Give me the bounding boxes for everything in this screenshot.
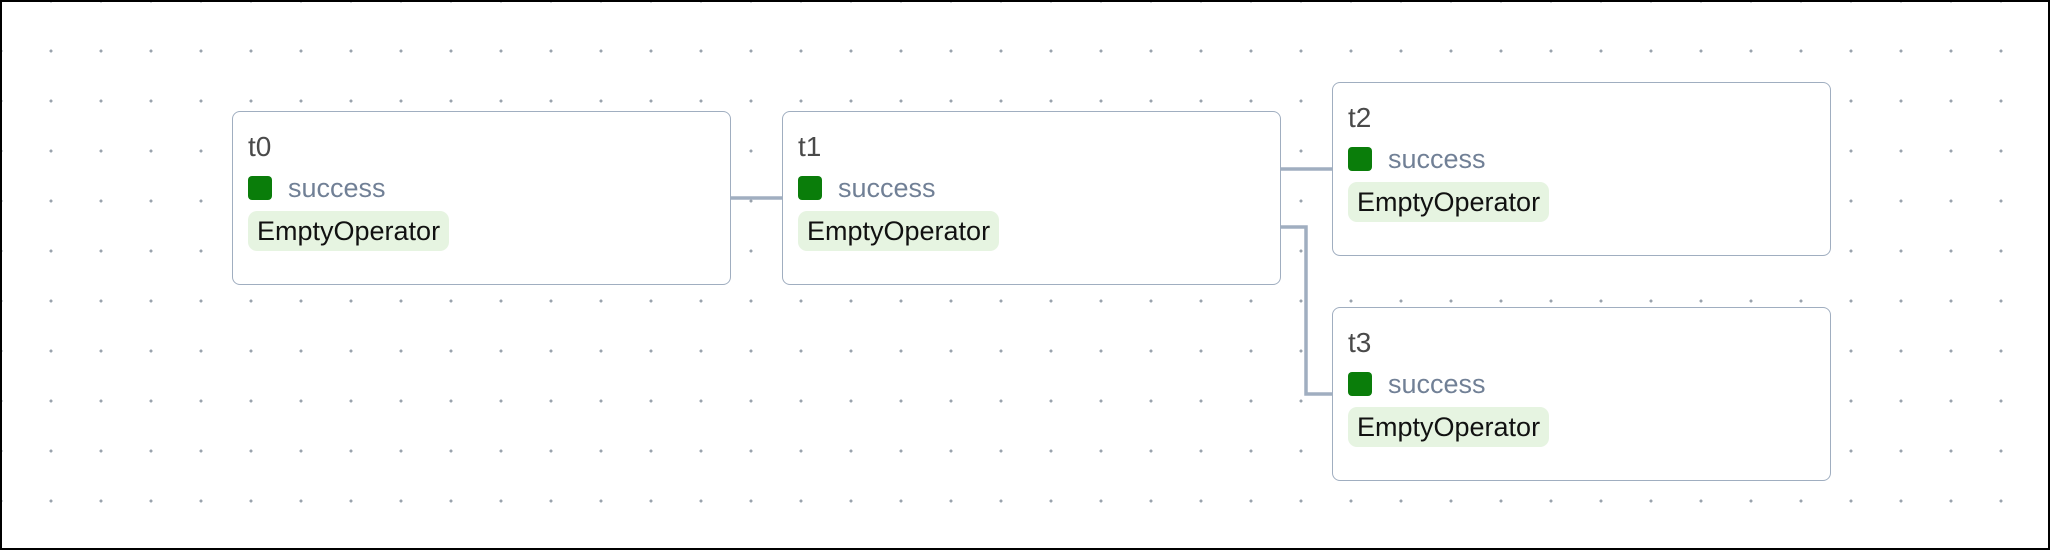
operator-badge: EmptyOperator [1348,182,1550,222]
task-node-t3[interactable]: t3 success EmptyOperator [1332,307,1831,481]
task-title: t3 [1348,327,1372,358]
status-square-icon [798,176,822,200]
status-label: success [838,172,936,203]
task-node-t1[interactable]: t1 success EmptyOperator [782,111,1281,285]
status-label: success [288,172,386,203]
status-square-icon [248,176,272,200]
status-label: success [1388,368,1486,399]
status-square-icon [1348,147,1372,171]
task-status: success [1348,144,1815,174]
task-status: success [798,173,1265,203]
operator-badge: EmptyOperator [1348,407,1550,447]
task-title: t0 [248,131,272,162]
status-square-icon [1348,372,1372,396]
edge-t1-t3 [1281,225,1332,396]
task-title: t2 [1348,102,1372,133]
status-label: success [1388,143,1486,174]
task-status: success [248,173,715,203]
operator-badge: EmptyOperator [798,211,1000,251]
task-node-t2[interactable]: t2 success EmptyOperator [1332,82,1831,256]
operator-badge: EmptyOperator [248,211,450,251]
task-node-t0[interactable]: t0 success EmptyOperator [232,111,731,285]
task-title: t1 [798,131,822,162]
task-status: success [1348,369,1815,399]
